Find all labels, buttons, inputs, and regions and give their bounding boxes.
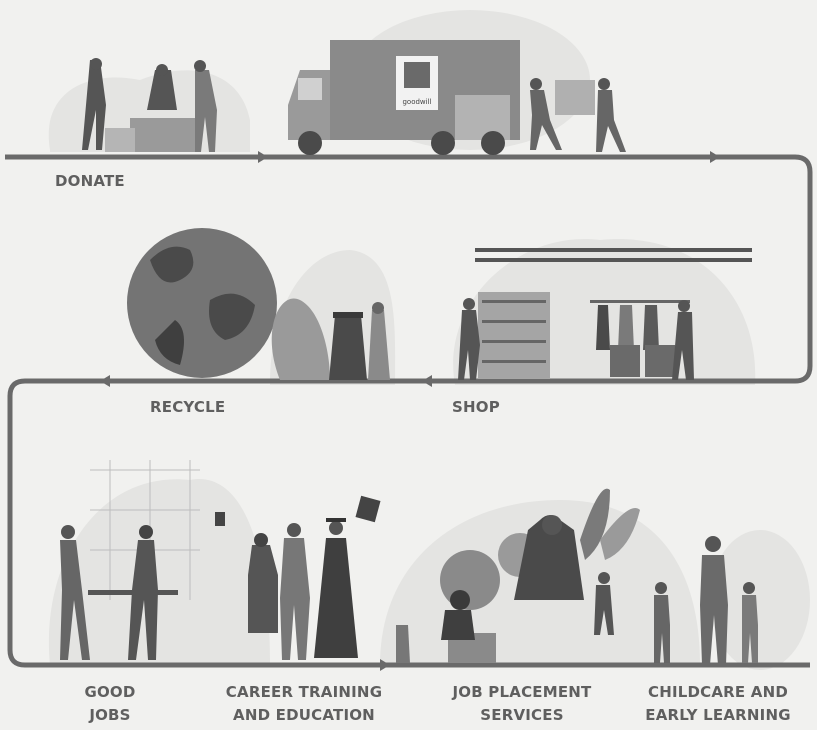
good-jobs-line2: JOBS <box>70 704 150 727</box>
recycle-label: RECYCLE <box>150 396 225 419</box>
childcare-label: CHILDCARE AND EARLY LEARNING <box>628 681 808 727</box>
arrow-left-icon <box>422 375 432 387</box>
job-placement-line1: JOB PLACEMENT <box>436 681 608 704</box>
childcare-line2: EARLY LEARNING <box>628 704 808 727</box>
career-training-line1: CAREER TRAINING <box>212 681 396 704</box>
career-training-label: CAREER TRAINING AND EDUCATION <box>212 681 396 727</box>
job-placement-label: JOB PLACEMENT SERVICES <box>436 681 608 727</box>
shop-label-text: SHOP <box>452 396 500 419</box>
recycle-label-text: RECYCLE <box>150 396 225 419</box>
career-training-line2: AND EDUCATION <box>212 704 396 727</box>
arrow-left-icon <box>100 375 110 387</box>
truck-logo-text: goodwill <box>402 98 431 106</box>
job-placement-line2: SERVICES <box>436 704 608 727</box>
arrow-right-icon <box>258 151 268 163</box>
good-jobs-label: GOOD JOBS <box>70 681 150 727</box>
donate-label-text: DONATE <box>55 170 125 193</box>
shop-label: SHOP <box>452 396 500 419</box>
donate-label: DONATE <box>55 170 125 193</box>
childcare-line1: CHILDCARE AND <box>628 681 808 704</box>
donate-scene <box>82 58 217 152</box>
truck: goodwill <box>288 40 520 155</box>
arrow-right-icon <box>710 151 720 163</box>
good-jobs-line1: GOOD <box>70 681 150 704</box>
